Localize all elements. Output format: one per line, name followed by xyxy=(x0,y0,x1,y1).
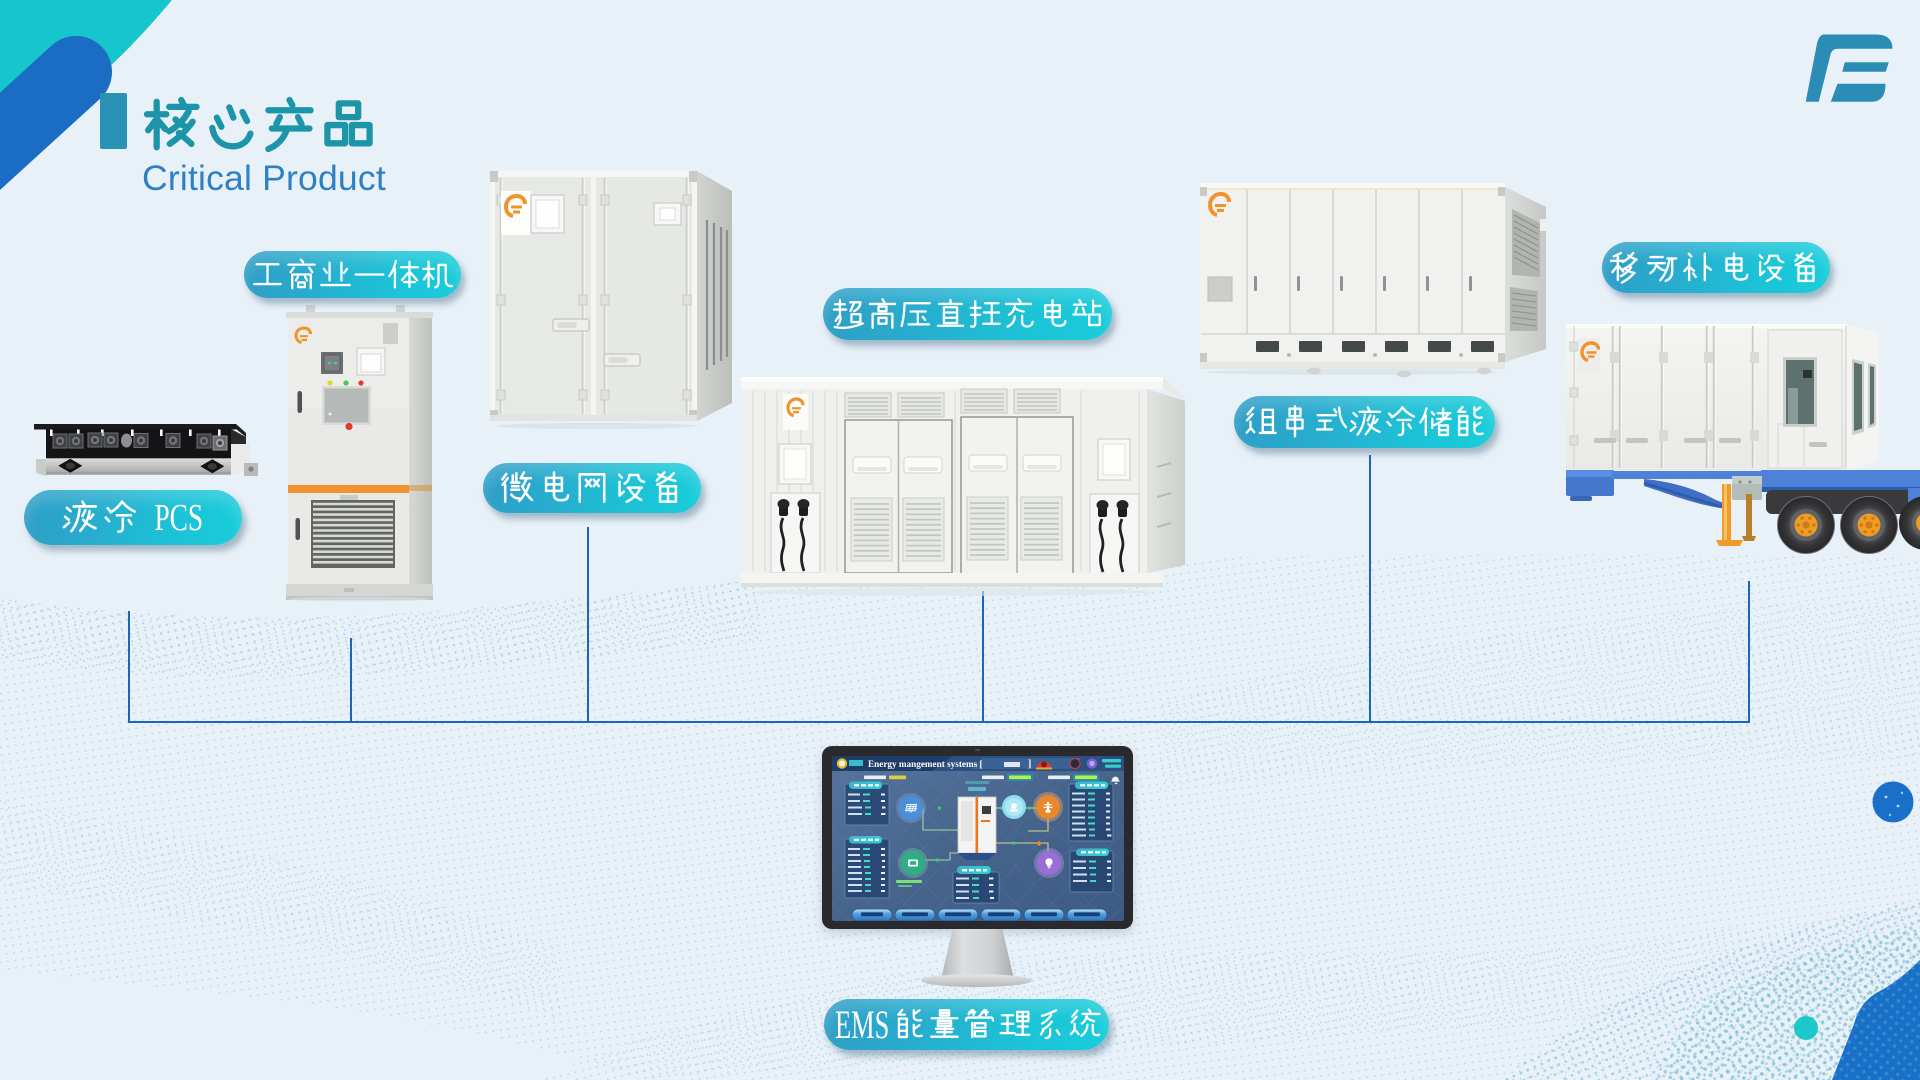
svg-text:]: ] xyxy=(1028,759,1031,770)
svg-text:Energy mangement systems [: Energy mangement systems [ xyxy=(868,759,983,769)
